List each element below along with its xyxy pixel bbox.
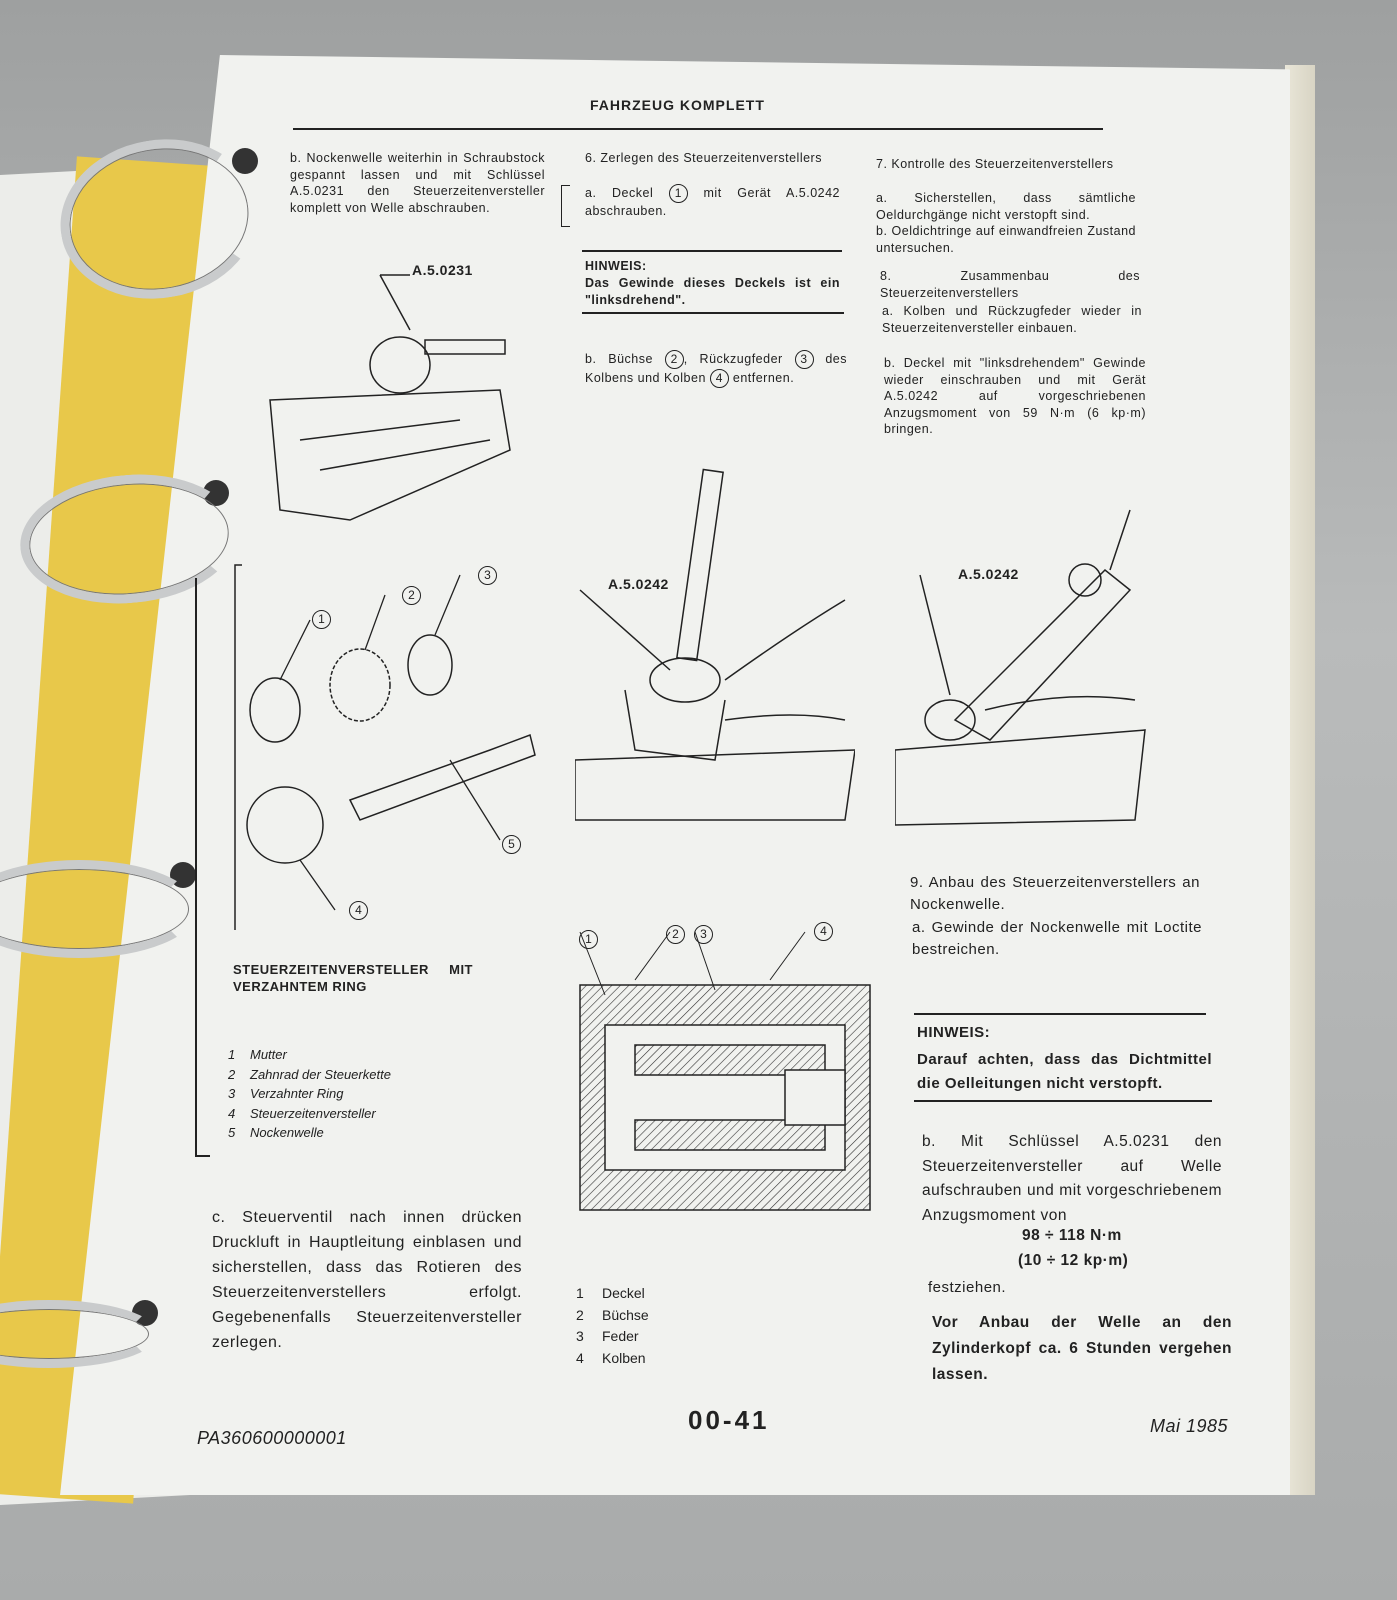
torque-value-kpm: (10 ÷ 12 kp·m) (1018, 1252, 1129, 1269)
note-text: Vor Anbau der Welle an den Zylinderkopf … (932, 1314, 1232, 1383)
section-callout-3: 3 (694, 925, 713, 944)
page-number: 00-41 (688, 1405, 770, 1435)
step-7b-text: b. Oeldichtringe auf einwandfreien Zusta… (876, 224, 1136, 255)
punch-hole (203, 480, 229, 506)
torque-wrench-illustration (895, 509, 1146, 826)
callout-2: 2 (402, 586, 421, 605)
page-title: FAHRZEUG KOMPLETT (590, 97, 765, 113)
document-date: Mai 1985 (1150, 1416, 1229, 1436)
tool-label: A.5.0242 (608, 576, 669, 592)
exploded-view-illustration (234, 564, 536, 930)
hinweis-title: HINWEIS: (585, 259, 647, 273)
section-callout-2: 2 (666, 925, 685, 944)
callout-5: 5 (502, 835, 521, 854)
step-9b-text: b. Mit Schlüssel A.5.0231 den Steuerzeit… (922, 1133, 1222, 1224)
binder-ring (0, 1300, 158, 1368)
step-6a-text: a. Deckel 1 mit Gerät A.5.0242 abschraub… (585, 184, 840, 218)
step-7a-text: a. Sicherstellen, dass sämtliche Oeldurc… (876, 191, 1136, 222)
hinweis-title: HINWEIS: (917, 1024, 991, 1041)
step-9-heading: 9. Anbau des Steuerzeitenverstellers an … (910, 874, 1200, 913)
hinweis-rule-top (914, 1013, 1206, 1015)
step-9a-text: a. Gewinde der Nockenwelle mit Loctite b… (912, 919, 1202, 958)
step-8b-text: b. Deckel mit "linksdrehendem" Gewinde w… (884, 356, 1146, 436)
step-8-heading: 8. Zusammenbau des Steuerzeitenverstelle… (880, 269, 1140, 300)
bracket-foot (195, 1155, 210, 1157)
step-6b-text: b. Büchse 2, Rückzugfeder 3 des Kolbens … (585, 350, 847, 388)
hinweis-rule-bottom (582, 312, 844, 314)
tool-label: A.5.0242 (958, 566, 1019, 582)
hinweis-text: Darauf achten, dass das Dichtmittel die … (917, 1051, 1212, 1092)
document-code: PA360600000001 (197, 1428, 347, 1448)
cross-section-illustration (579, 931, 871, 1211)
step-c-text: c. Steuerventil nach innen drücken Druck… (212, 1209, 522, 1351)
document-page (60, 55, 1290, 1495)
change-bracket (561, 185, 570, 227)
step-6-heading: 6. Zerlegen des Steuerzeitenverstellers (585, 151, 822, 165)
figure-caption: STEUERZEITENVERSTELLER MIT VERZAHNTEM RI… (233, 962, 473, 994)
callout-4: 4 (349, 901, 368, 920)
wrench-vise-illustration (269, 274, 511, 521)
hinweis-rule-bottom (914, 1100, 1212, 1102)
hinweis-text: Das Gewinde dieses Deckels ist ein "link… (585, 276, 840, 307)
section-callout-1: 1 (579, 930, 598, 949)
step-8a-text: a. Kolben und Rückzugfeder wieder in Ste… (882, 304, 1142, 335)
hinweis-rule-top (582, 250, 842, 252)
step-b-text: b. Nockenwelle weiterhin in Schraubstock… (290, 151, 545, 215)
section-callout-4: 4 (814, 922, 833, 941)
tool-label: A.5.0231 (412, 262, 473, 278)
torque-value-nm: 98 ÷ 118 N·m (1022, 1227, 1122, 1244)
callout-3: 3 (478, 566, 497, 585)
festziehen-text: festziehen. (928, 1279, 1007, 1296)
header-rule (293, 128, 1103, 130)
step-7-heading: 7. Kontrolle des Steuerzeitenverstellers (876, 157, 1114, 171)
figure-bracket (195, 578, 197, 1156)
binder-ring (0, 860, 198, 958)
callout-1: 1 (312, 610, 331, 629)
punch-hole (232, 148, 258, 174)
torque-tool-illustration (575, 468, 855, 821)
page-stack-edge (1285, 65, 1315, 1495)
